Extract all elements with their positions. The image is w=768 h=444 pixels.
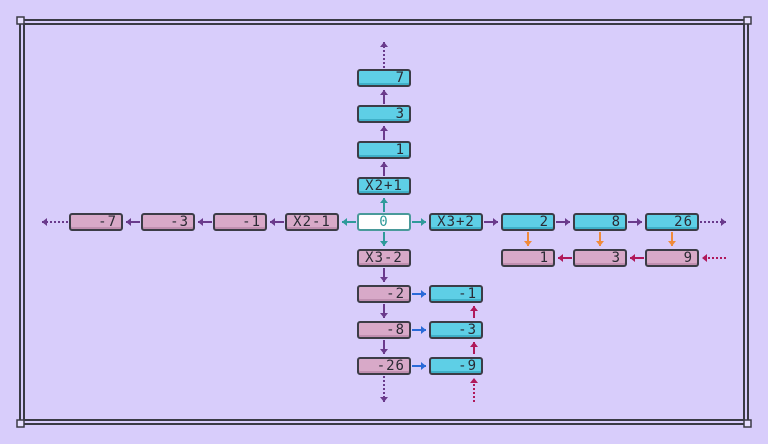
cell-right-3[interactable]: 26 [645, 213, 699, 231]
cell-down-sub-3[interactable]: -9 [429, 357, 483, 375]
cell-left-3[interactable]: -7 [69, 213, 123, 231]
op-right[interactable]: X3+2 [429, 213, 483, 231]
cell-down-sub-1[interactable]: -1 [429, 285, 483, 303]
frame-corner-bl [16, 419, 25, 428]
op-up[interactable]: X2+1 [357, 177, 411, 195]
cell-right-2[interactable]: 8 [573, 213, 627, 231]
cell-down-2[interactable]: -8 [357, 321, 411, 339]
frame-corner-br [743, 419, 752, 428]
cell-left-1[interactable]: -1 [213, 213, 267, 231]
cell-right-sub-2[interactable]: 3 [573, 249, 627, 267]
center-cell[interactable]: 0 [357, 213, 411, 231]
cell-left-2[interactable]: -3 [141, 213, 195, 231]
op-down[interactable]: X3-2 [357, 249, 411, 267]
cell-right-1[interactable]: 2 [501, 213, 555, 231]
frame-corner-tr [743, 16, 752, 25]
cell-up-1[interactable]: 1 [357, 141, 411, 159]
cell-right-sub-1[interactable]: 1 [501, 249, 555, 267]
frame-corner-tl [16, 16, 25, 25]
cell-right-sub-3[interactable]: 9 [645, 249, 699, 267]
cell-down-1[interactable]: -2 [357, 285, 411, 303]
cell-down-3[interactable]: -26 [357, 357, 411, 375]
op-left[interactable]: X2-1 [285, 213, 339, 231]
cell-up-3[interactable]: 7 [357, 69, 411, 87]
cell-up-2[interactable]: 3 [357, 105, 411, 123]
cell-down-sub-2[interactable]: -3 [429, 321, 483, 339]
